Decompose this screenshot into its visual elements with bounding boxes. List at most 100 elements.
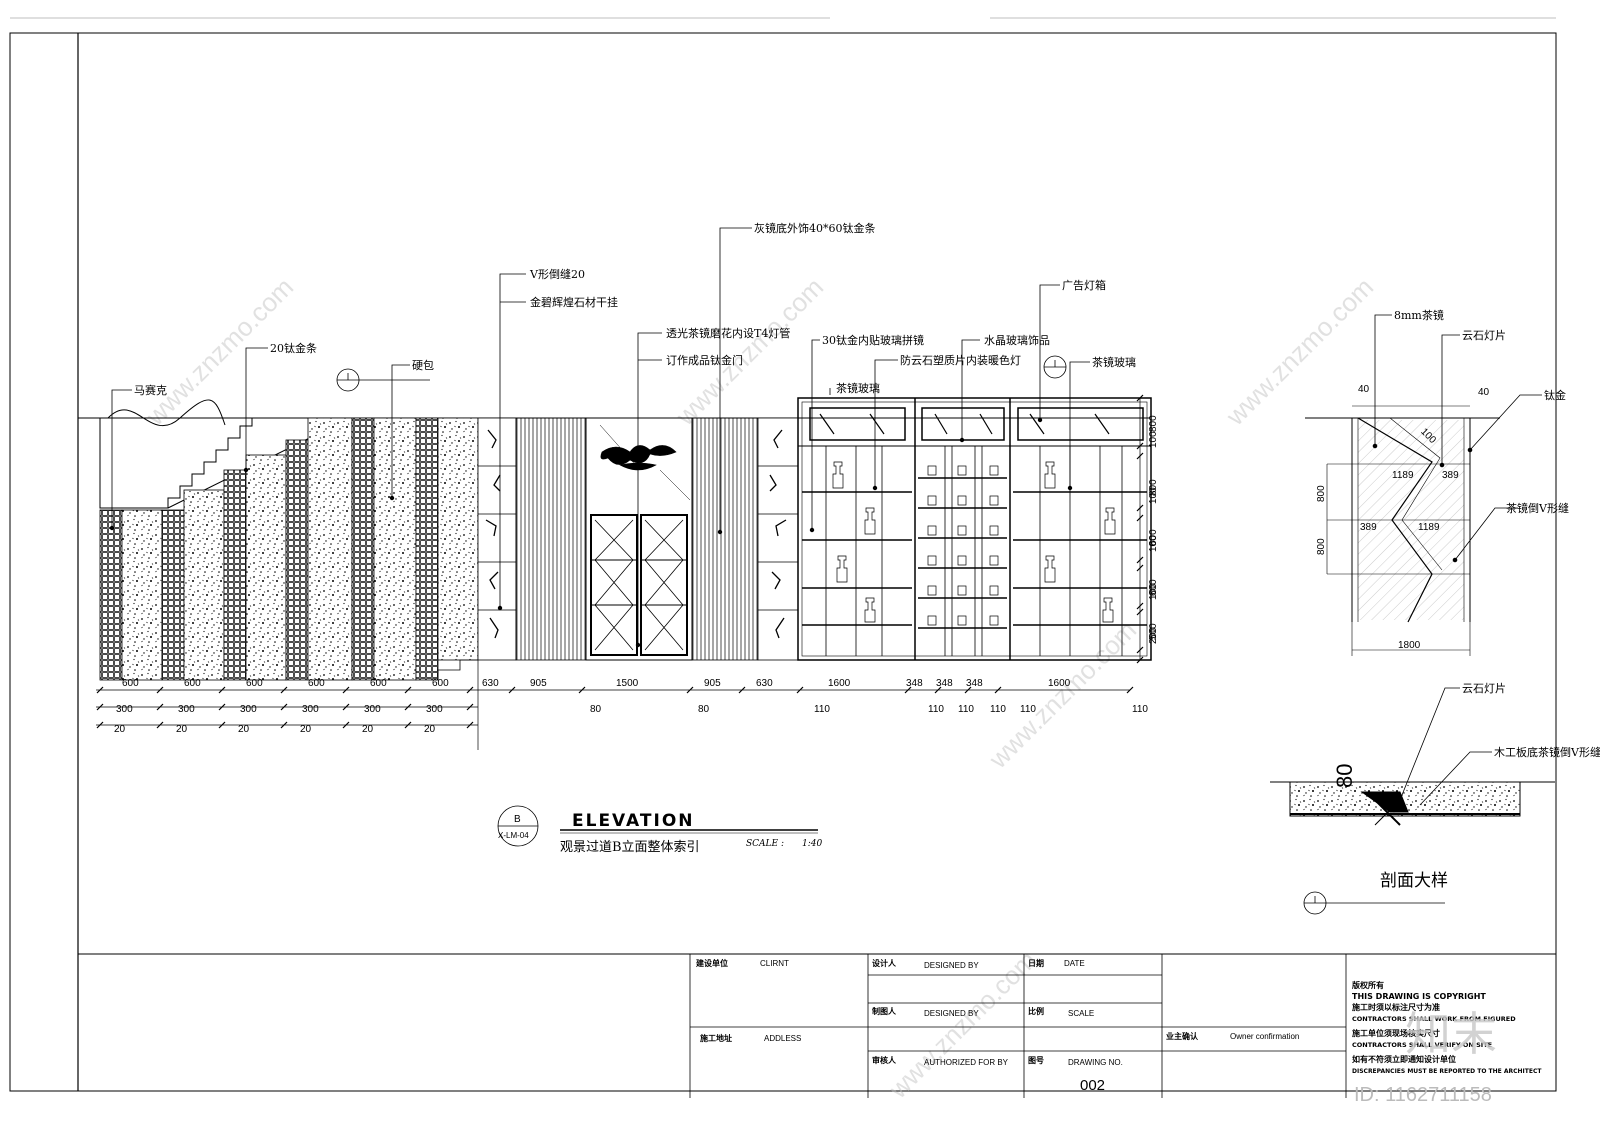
label-strip20: 20钛金条 [270, 341, 317, 355]
label-crystal: 水晶玻璃饰品 [984, 333, 1050, 347]
dim-tick [904, 686, 912, 694]
tb-owner-en: Owner confirmation [1230, 1032, 1299, 1041]
dim-tick [1136, 452, 1144, 460]
tb-drawing-cn: 图号 [1028, 1056, 1044, 1065]
dim-bottom-row2: 110 [1020, 704, 1036, 715]
dim-tick [466, 703, 474, 711]
stone-panel-right [691, 417, 799, 661]
label-anti-stone: 防云石塑质片内装暖色灯 [900, 353, 1021, 367]
label-stone-sheet-2: 云石灯片 [1462, 682, 1506, 695]
dim-bottom-row2: 110 [814, 704, 830, 715]
dim-bottom-row3: 20 [300, 724, 312, 735]
dim-tick [796, 686, 804, 694]
dim-bottom-row1: 600 [370, 678, 387, 689]
dim-tick [342, 686, 350, 694]
dim-tick [466, 686, 474, 694]
dim-tick [404, 721, 412, 729]
tb-address: ADDLESS [764, 1034, 801, 1043]
label-ad-lightbox: 广告灯箱 [1062, 278, 1106, 292]
dim-tick [404, 703, 412, 711]
tb-copyright-en: THIS DRAWING IS COPYRIGHT [1352, 992, 1486, 1001]
dim-bottom-row2: 80 [590, 704, 602, 715]
dim-tick [1136, 564, 1144, 572]
dim-bottom-row2: 110 [958, 704, 974, 715]
section-title: 剖面大样 [1380, 871, 1448, 891]
dim-bottom-row1: 600 [246, 678, 263, 689]
dim-bottom-row1: 348 [936, 678, 953, 689]
dim-tick [280, 721, 288, 729]
dim-right: 100 [1148, 535, 1159, 552]
dim-bottom-row3: 20 [114, 724, 126, 735]
tb-drafter: 制图人 [872, 1006, 897, 1016]
dim-40a: 40 [1358, 384, 1370, 395]
titanium-door [585, 417, 693, 661]
tb-note3-en: DISCREPANCIES MUST BE REPORTED TO THE AR… [1352, 1068, 1542, 1075]
dim-tick [218, 703, 226, 711]
dim-bottom-row2: 300 [178, 704, 195, 715]
title-block [78, 953, 1556, 1098]
watermark-text: www.znzmo.com [1219, 272, 1379, 432]
label-custom-door: 订作成品钛金门 [666, 353, 743, 367]
watermark-text: www.znzmo.com [982, 615, 1142, 775]
dim-tick [1126, 686, 1134, 694]
dim-tick [342, 721, 350, 729]
dimension-ticks [96, 394, 1144, 729]
label-titanium: 钛金 [1544, 388, 1566, 402]
dim-tick [738, 686, 746, 694]
label-gray-mirror: 灰镜底外饰40*60钛金条 [754, 221, 876, 235]
label-stone-sheet: 云石灯片 [1462, 329, 1506, 342]
dim-389b: 389 [1360, 522, 1377, 533]
dim-tick [1136, 602, 1144, 610]
dim-800b: 800 [1316, 538, 1327, 555]
tb-designed-by-2: DESIGNED BY [924, 1009, 979, 1018]
tb-note3-cn: 如有不符须立即通知设计单位 [1352, 1054, 1456, 1064]
label-wood-v: 木工板底茶镜倒V形缝 [1494, 745, 1600, 759]
dim-bottom-row2: 110 [990, 704, 1006, 715]
dim-tick [96, 686, 104, 694]
drawing-title: ELEVATION [572, 811, 695, 831]
dim-tick [1136, 514, 1144, 522]
tb-reviewer: 审核人 [872, 1055, 897, 1065]
dim-bottom-row1: 600 [432, 678, 449, 689]
dim-bottom-row3: 20 [176, 724, 188, 735]
tb-note1-cn: 施工时须以标注尺寸为准 [1352, 1002, 1440, 1012]
dim-389a: 389 [1442, 470, 1459, 481]
tb-date-en: DATE [1064, 959, 1085, 968]
dim-bottom-row3: 20 [238, 724, 250, 735]
mosaic-zone [99, 417, 479, 681]
watermark-text: www.znzmo.com [669, 272, 829, 432]
dim-tick [218, 721, 226, 729]
watermark-logo: 知末 [1405, 1007, 1497, 1061]
dim-tick [218, 686, 226, 694]
dim-bottom-row1: 1600 [1048, 678, 1071, 689]
dim-right: 100 [1148, 431, 1159, 448]
dim-tick [156, 721, 164, 729]
label-tea-mirror-light: 透光茶镜磨花内设T4灯管 [666, 326, 790, 340]
dim-tick [96, 721, 104, 729]
dim-1189b: 1189 [1418, 522, 1440, 533]
dim-1189a: 1189 [1392, 470, 1414, 481]
tb-drawing-en: DRAWING NO. [1068, 1058, 1123, 1067]
dim-tick [280, 686, 288, 694]
dim-right: 500 [1148, 623, 1159, 640]
dim-tick [1136, 442, 1144, 450]
callout-labels: 马赛克 20钛金条 硬包 V形倒缝20 金碧辉煌石材干挂 灰镜底外饰40*60钛… [134, 221, 1136, 397]
label-ti-glass: 30钛金内贴玻璃拼镜 [822, 333, 924, 347]
dim-bottom-row2: 300 [116, 704, 133, 715]
section-marks [336, 355, 1067, 392]
dim-right: 200 [1148, 627, 1159, 644]
dim-tick [466, 721, 474, 729]
watermark-id: ID: 1162711158 [1354, 1084, 1492, 1106]
dim-right: 100 [1148, 583, 1159, 600]
tb-note1-en: CONTRACTORS SHALL WORK FROM FIGURED [1352, 1015, 1516, 1023]
scale-label: SCALE : [746, 839, 784, 849]
display-cabinets [797, 397, 1152, 661]
dim-bottom-row1: 348 [966, 678, 983, 689]
tb-note2-en: CONTRACTORS SHALL VERIFY ON SITE [1352, 1041, 1492, 1049]
dim-80: 80 [1332, 764, 1357, 788]
dim-bottom-row2: 110 [928, 704, 944, 715]
stone-panel-left [477, 417, 587, 661]
dim-tick [1136, 646, 1144, 654]
